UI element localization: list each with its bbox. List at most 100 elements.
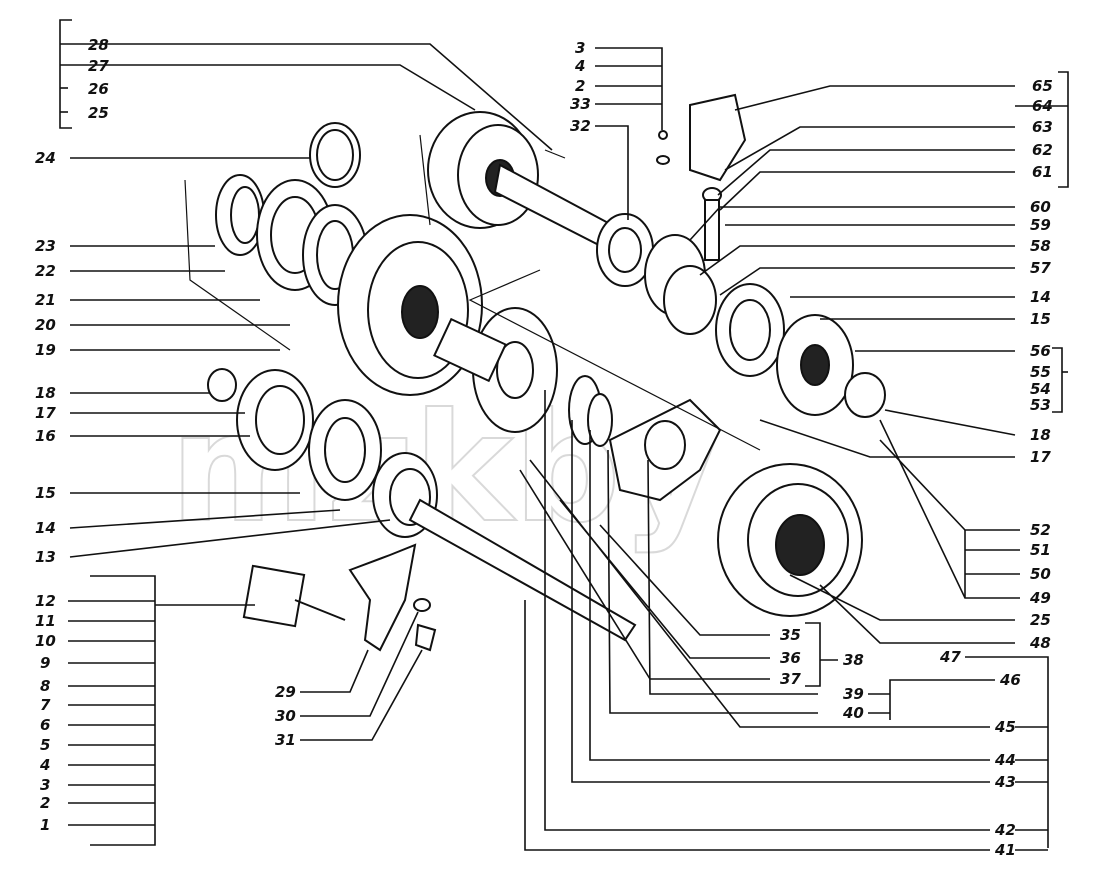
left-bearing-cup [215,174,265,256]
label-22: 22 [35,262,56,280]
label-3: 3 [40,776,50,794]
cross-piece [608,398,722,502]
label-51: 51 [1030,541,1051,559]
label-18: 18 [35,384,56,402]
label-45: 45 [994,718,1016,736]
label-15: 15 [35,484,56,502]
label-group-top-center: 3 4 2 33 32 [570,39,591,135]
label-60: 60 [1030,198,1051,216]
label-16: 16 [35,427,56,445]
label-25-right: 25 [1030,611,1051,629]
label-40: 40 [842,704,864,722]
label-56: 56 [1030,342,1051,360]
label-26: 26 [88,80,109,98]
label-64: 64 [1032,97,1053,115]
leader-lines [59,19,1069,851]
label-29: 29 [275,683,296,701]
label-8: 8 [40,677,50,695]
label-42: 42 [994,821,1016,839]
label-23: 23 [35,237,56,255]
label-group-left-bottom: 12 11 10 9 8 7 6 5 4 3 2 1 [35,592,56,834]
label-20: 20 [35,316,56,334]
label-44: 44 [994,751,1016,769]
sensor-31 [414,623,437,652]
shift-cover [242,564,346,628]
label-41: 41 [994,841,1016,859]
label-4: 4 [39,756,50,774]
label-15-right: 15 [1030,310,1051,328]
label-group-right-top: 65 64 63 62 61 [1032,77,1053,181]
label-32: 32 [570,117,591,135]
label-38: 38 [843,651,864,669]
lower-bearings [308,399,382,501]
label-13: 13 [35,548,56,566]
washer-30 [413,598,431,612]
label-12: 12 [35,592,56,610]
lower-left-housing [207,368,314,471]
label-group-right-side: 60 59 58 57 14 15 [1030,198,1051,328]
label-group-right-middle: 56 55 54 53 [1030,342,1051,414]
label-1: 1 [40,816,50,834]
label-24: 24 [35,149,56,167]
middle-flange [433,307,558,433]
label-55: 55 [1030,363,1051,381]
label-group-right-bracket-lower: 52 51 50 49 [1029,521,1051,607]
label-group-right-bottom: 46 45 44 43 42 41 [994,671,1021,859]
label-50: 50 [1030,565,1051,583]
label-17: 17 [35,404,56,422]
label-group-right-lower: 18 17 [1030,426,1051,466]
label-62: 62 [1032,141,1053,159]
label-3-top: 3 [575,39,585,57]
shift-fork [348,543,417,652]
label-49: 49 [1029,589,1051,607]
label-11: 11 [35,612,56,630]
label-36: 36 [780,649,801,667]
right-flange [776,314,854,416]
label-63: 63 [1032,118,1053,136]
label-65: 65 [1032,77,1053,95]
label-43: 43 [994,773,1016,791]
label-52: 52 [1030,521,1051,539]
label-2-top: 2 [575,77,585,95]
parts-drawing [207,93,886,652]
label-35: 35 [780,626,801,644]
label-61: 61 [1032,163,1053,181]
label-33: 33 [570,95,591,113]
label-14: 14 [35,519,56,537]
right-bearing [715,283,785,377]
label-39: 39 [843,685,864,703]
label-57: 57 [1030,259,1051,277]
label-group-left-side: 24 23 22 21 20 19 18 17 16 15 14 13 [35,149,56,566]
label-18-right: 18 [1030,426,1051,444]
top-cover-plate [689,93,747,182]
label-6: 6 [40,716,50,734]
label-9: 9 [40,654,50,672]
small-gear-b [587,393,613,447]
label-group-right-misc: 25 48 47 [939,611,1051,666]
label-19: 19 [35,341,56,359]
label-53: 53 [1030,396,1051,414]
label-17-right: 17 [1030,448,1051,466]
right-nut [844,372,886,418]
label-27: 27 [88,57,109,75]
right-drum [717,463,863,617]
label-48: 48 [1029,634,1051,652]
label-28: 28 [88,36,109,54]
label-37: 37 [780,670,801,688]
upper-bearing [596,213,654,287]
label-group-center-bottom: 35 36 37 38 39 40 [780,626,864,722]
label-10: 10 [35,632,56,650]
label-21: 21 [35,291,56,309]
label-group-left-top: 28 27 26 25 [88,36,109,122]
label-58: 58 [1030,237,1051,255]
label-47: 47 [939,648,961,666]
label-2: 2 [40,794,50,812]
label-4-top: 4 [574,57,585,75]
label-5: 5 [40,736,50,754]
label-25: 25 [88,104,109,122]
label-30: 30 [275,707,296,725]
label-46: 46 [999,671,1021,689]
label-14-right: 14 [1030,288,1051,306]
label-54: 54 [1030,380,1051,398]
